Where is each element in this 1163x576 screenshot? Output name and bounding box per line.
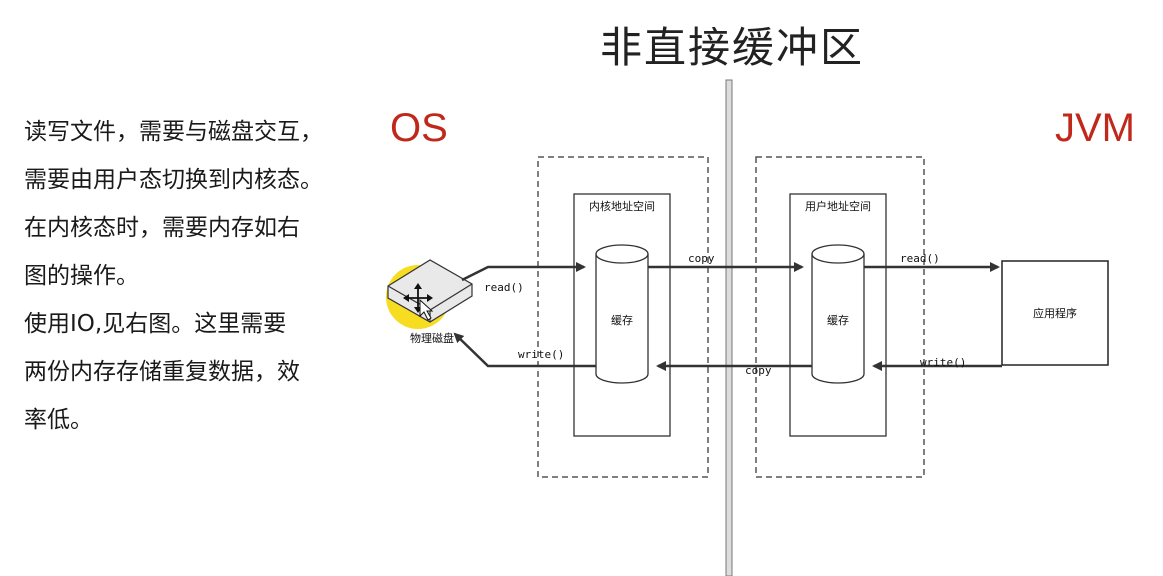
read-disk-arrow — [461, 262, 586, 282]
os-region — [537, 156, 709, 478]
os-label: OS — [390, 106, 448, 150]
description-line: 率低。 — [24, 407, 93, 433]
jvm-label: JVM — [1055, 106, 1135, 150]
description-line: 两份内存存储重复数据，效 — [24, 359, 300, 385]
page-title: 非直接缓冲区 — [600, 23, 865, 72]
description-text: 读写文件，需要与磁盘交互， 需要由用户态切换到内核态。 在内核态时，需要内存如右… — [24, 108, 374, 444]
write-app-label: write() — [920, 356, 966, 369]
disk-label: 物理磁盘 — [410, 331, 454, 345]
description-line: 图的操作。 — [24, 263, 139, 289]
application-label: 应用程序 — [1033, 306, 1077, 320]
kernel-buffer-label: 缓存 — [611, 313, 633, 327]
move-cursor-icon — [403, 283, 434, 321]
copy-bottom-label: copy — [745, 364, 772, 377]
user-space-label: 用户地址空间 — [805, 199, 871, 213]
kernel-space-label: 内核地址空间 — [589, 199, 655, 213]
application-box — [1001, 260, 1109, 366]
copy-top-label: copy — [688, 252, 715, 265]
read-app-label: read() — [900, 252, 940, 265]
user-buffer-cylinder — [811, 244, 865, 384]
jvm-region — [755, 156, 925, 478]
user-buffer-label: 缓存 — [827, 313, 849, 327]
read-disk-label: read() — [484, 281, 524, 294]
kernel-buffer-cylinder — [595, 244, 649, 384]
center-divider — [725, 79, 733, 576]
description-line: 读写文件，需要与磁盘交互， — [24, 119, 323, 145]
description-line: 使用IO,见右图。这里需要 — [24, 311, 287, 337]
description-line: 需要由用户态切换到内核态。 — [24, 167, 323, 193]
write-disk-arrow — [453, 332, 596, 368]
write-disk-label: write() — [518, 348, 564, 361]
description-line: 在内核态时，需要内存如右 — [24, 215, 300, 241]
